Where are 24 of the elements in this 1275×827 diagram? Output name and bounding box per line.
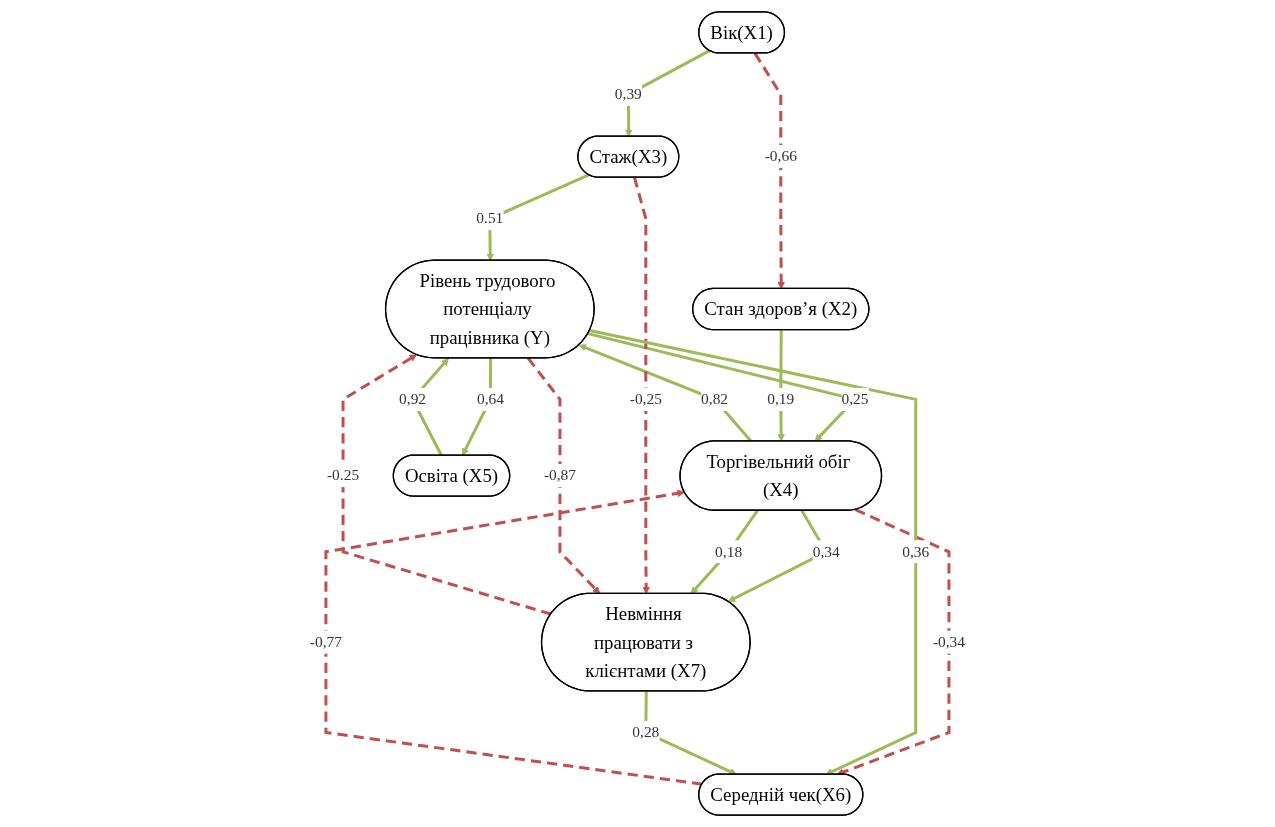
edge-label: -0,87 [543, 466, 577, 484]
edge-label: -0,34 [932, 633, 966, 651]
edge-label: -0.25 [327, 466, 360, 484]
edge-label: 0.51 [476, 209, 504, 227]
edge-label: 0,18 [715, 542, 743, 560]
edge-label: 0,82 [701, 390, 729, 408]
edge-label: 0,34 [812, 542, 840, 560]
arrow [836, 508, 951, 776]
arrow [527, 357, 601, 595]
arrow [633, 177, 650, 595]
edge-label: -0,25 [629, 390, 662, 408]
edge-label: 0,36 [902, 542, 930, 560]
edge-label: 0,64 [477, 390, 504, 408]
edge-label: -0,77 [309, 633, 343, 651]
arrow [324, 489, 703, 786]
edge-label: 0,39 [614, 85, 642, 103]
edge-label: 0,25 [841, 390, 869, 408]
edge-label: 0,92 [399, 390, 427, 408]
arrow [690, 509, 759, 595]
edge-label: -0,66 [764, 147, 797, 165]
path-diagram: 0,39 -0,66 0.51 0,92 0,64 -0,25 0,82 0,19 0,25 -0.25 -0,87 0,18 0,34 0,36 -0,77 -0,34 0,28 Вік(X1) Торгівельний обіг (X4) Стаж(X3) Рівень трудового потенціалу працівника (Y) Стан здоров’я (X2) Освіта (X5) Середній чек(X6) Невміння працювати з клієнтами (X7) [303, 5, 972, 822]
edge-label: 0,19 [767, 390, 795, 408]
arrow [753, 52, 785, 290]
edge-label: 0,28 [632, 723, 660, 741]
